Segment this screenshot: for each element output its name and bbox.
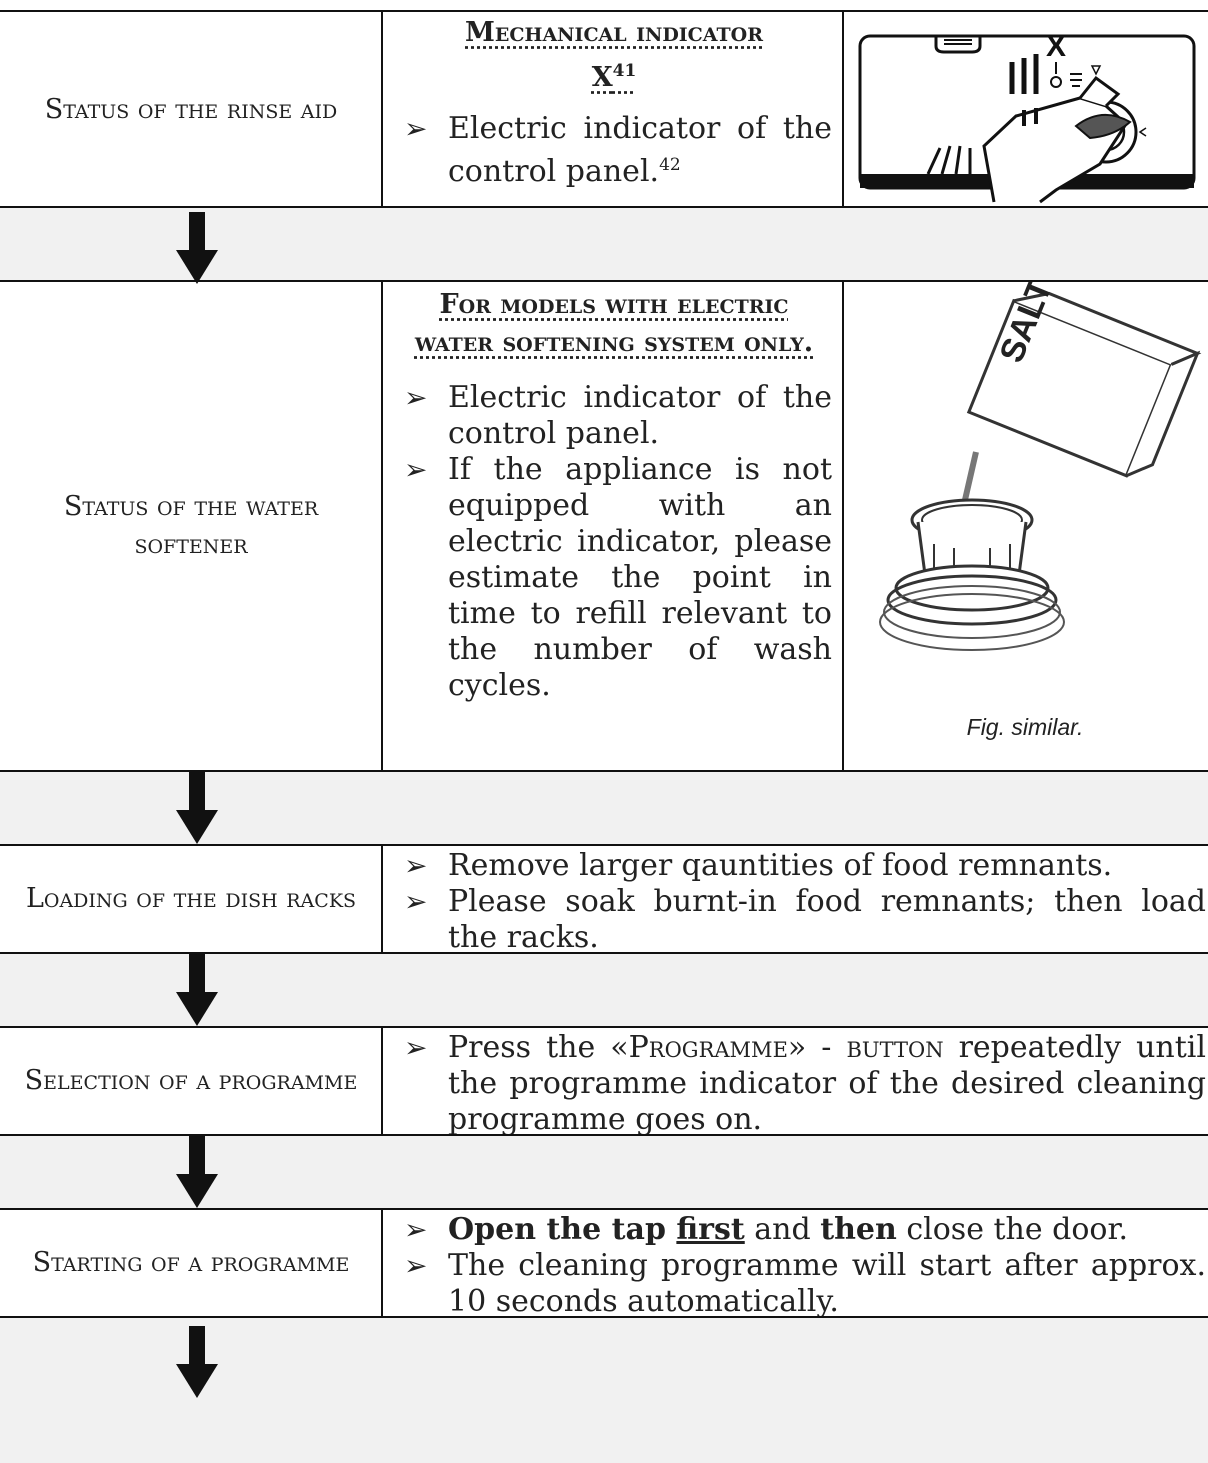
row-border: [0, 1026, 1208, 1028]
salt-figure: SALT Fig. similar.: [844, 282, 1206, 770]
down-arrow-icon: [176, 954, 218, 1026]
selection-content: Press the «Programme» - button repeatedl…: [396, 1030, 1206, 1138]
row-label-rinse-aid: Status of the rinse aid: [44, 94, 338, 125]
column-divider: [381, 1026, 383, 1136]
rinse-bullet-1: Electric indicator of the control panel.…: [396, 111, 832, 190]
starting-content: Open the tap first and then close the do…: [396, 1212, 1206, 1320]
row-border: [0, 1316, 1208, 1318]
row-border: [0, 844, 1208, 846]
column-divider: [842, 10, 844, 208]
column-divider: [381, 10, 383, 208]
row-border: [0, 952, 1208, 954]
salt-refill-illustration: SALT: [879, 282, 1202, 651]
selection-bullet-1: Press the «Programme» - button repeatedl…: [396, 1030, 1206, 1138]
softener-heading: For models with electric water softening…: [414, 289, 814, 358]
down-arrow-icon: [176, 1136, 218, 1208]
row-label-water-softener: Status of the water softener: [63, 491, 319, 560]
rinse-aid-figure: X: [844, 14, 1206, 206]
softener-bullet-1: Electric indicator of the control panel.: [396, 380, 832, 452]
down-arrow-icon: [176, 1326, 218, 1398]
figure-caption: Fig. similar.: [966, 714, 1084, 740]
row-label-starting: Starting of a programme: [32, 1247, 350, 1278]
column-divider: [842, 280, 844, 772]
row-border: [0, 206, 1208, 208]
column-divider: [381, 1208, 383, 1318]
softener-bullet-list: Electric indicator of the control panel.…: [396, 380, 832, 704]
loading-bullet-1: Remove larger qauntities of food remnant…: [396, 848, 1206, 884]
softener-content: For models with electric water softening…: [396, 286, 832, 704]
starting-bullet-1: Open the tap first and then close the do…: [396, 1212, 1206, 1248]
indicator-x-label: X: [1046, 30, 1066, 63]
row-border: [0, 770, 1208, 772]
loading-bullet-2: Please soak burnt-in food remnants; then…: [396, 884, 1206, 956]
down-arrow-icon: [176, 212, 218, 284]
rinse-content: Mechanical indicator X41 Electric indica…: [396, 14, 832, 190]
rinse-heading: Mechanical indicator X41: [465, 17, 763, 93]
row-border: [0, 1134, 1208, 1136]
column-divider: [381, 844, 383, 954]
row-label-selection: Selection of a programme: [24, 1065, 358, 1096]
loading-bullet-list: Remove larger qauntities of food remnant…: [396, 848, 1206, 956]
row-border: [0, 280, 1208, 282]
row-label-loading: Loading of the dish racks: [25, 883, 357, 914]
selection-bullet-list: Press the «Programme» - button repeatedl…: [396, 1030, 1206, 1138]
softener-bullet-2: If the appliance is not equipped with an…: [396, 452, 832, 704]
starting-bullet-list: Open the tap first and then close the do…: [396, 1212, 1206, 1320]
rinse-bullet-list: Electric indicator of the control panel.…: [396, 111, 832, 190]
table-top-border: [0, 10, 1208, 12]
rinse-aid-dispenser-illustration: X: [858, 30, 1196, 204]
row-border: [0, 1208, 1208, 1210]
starting-bullet-2: The cleaning programme will start after …: [396, 1248, 1206, 1320]
column-divider: [381, 280, 383, 772]
down-arrow-icon: [176, 772, 218, 844]
loading-content: Remove larger qauntities of food remnant…: [396, 848, 1206, 956]
